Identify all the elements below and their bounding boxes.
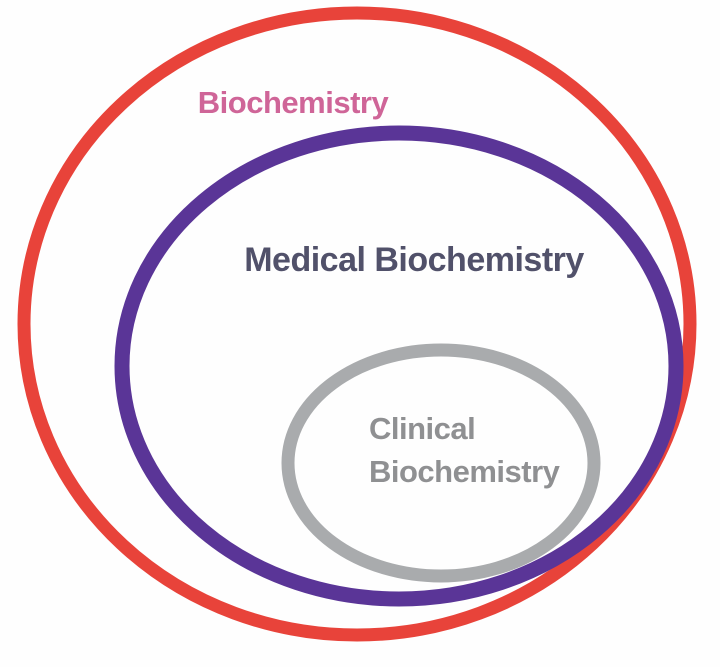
label-clinical-line2: Biochemistry — [369, 454, 561, 489]
outer-ellipse-biochemistry — [17, 6, 697, 642]
label-biochemistry: Biochemistry — [198, 85, 390, 120]
inner-ellipse-clinical-biochemistry — [281, 343, 601, 583]
middle-ellipse-medical-biochemistry — [114, 125, 684, 607]
label-clinical-line1: Clinical — [369, 411, 475, 446]
label-medical-biochemistry: Medical Biochemistry — [244, 241, 584, 279]
